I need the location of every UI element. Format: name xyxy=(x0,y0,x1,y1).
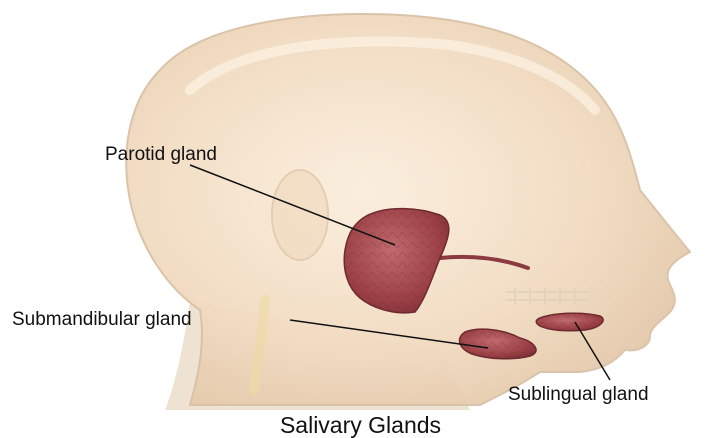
parotid-gland-label: Parotid gland xyxy=(105,144,217,166)
sublingual-gland-label: Sublingual gland xyxy=(508,384,649,406)
figure-title: Salivary Glands xyxy=(0,412,721,438)
submandibular-gland-label: Submandibular gland xyxy=(12,309,192,331)
